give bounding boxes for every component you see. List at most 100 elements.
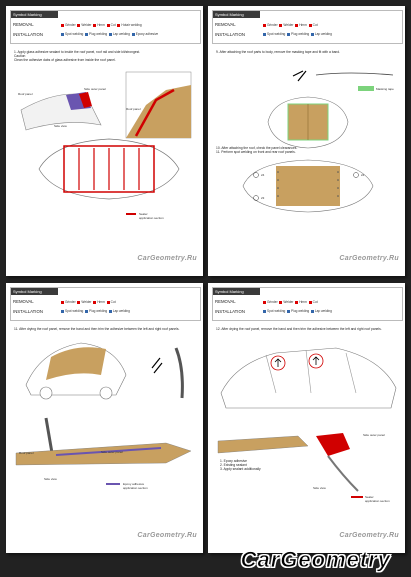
legend-item: Grinder — [263, 300, 278, 304]
legend-installation-label: INSTALLATION — [215, 32, 245, 37]
legend-sealer: Sealer — [139, 212, 148, 216]
up-arrow-icon — [312, 356, 320, 365]
legend-header: Symbol Marking — [213, 11, 260, 18]
roof-panel-tan — [276, 166, 340, 206]
notes-list: 1. Epoxy adhesive 2. Existing sealant 3.… — [220, 459, 320, 472]
legend-section: application section — [123, 486, 148, 490]
instruction-steps-10-11: 10. After attaching the roof, check the … — [216, 146, 298, 155]
legend-item: Plug welding — [85, 309, 107, 313]
callout-23: 23 — [261, 196, 265, 200]
note-item: 3. Apply sealant additionally — [220, 467, 261, 472]
legend-item: Spot welding — [263, 32, 285, 36]
legend-item: Cut — [308, 23, 318, 27]
legend-item: Welder — [279, 23, 293, 27]
legend-item: Spot welding — [61, 32, 83, 36]
legend-epoxy: Epoxy adhesive — [123, 482, 145, 486]
legend-item: Cut — [106, 300, 116, 304]
legend-removal-symbols: Grinder Welder Hmm Cut — [263, 300, 318, 304]
legend-installation-label: INSTALLATION — [13, 32, 43, 37]
up-arrow-icon — [274, 358, 282, 367]
roof-panel-section — [217, 435, 309, 454]
label-side-view: Side view — [313, 486, 326, 490]
car-top-illustration — [38, 138, 180, 200]
legend-header: Symbol Marking — [11, 11, 58, 18]
label-roof-panel: Roof panel — [19, 451, 34, 455]
legend-item: Hmm — [93, 23, 105, 27]
label-masking-tape: Masking tape — [376, 87, 394, 91]
legend-item: Grinder — [263, 23, 278, 27]
legend-item: Spot welding — [263, 309, 285, 313]
roof-top-view-2 — [242, 159, 374, 213]
pillar-shape — [327, 455, 359, 492]
legend-installation-label: INSTALLATION — [215, 309, 245, 314]
legend-item: Hmm — [295, 23, 307, 27]
legend-item: Plug welding — [287, 32, 309, 36]
legend-item: Cut — [308, 300, 318, 304]
body-outline — [220, 347, 397, 409]
legend-item: Welder — [77, 300, 91, 304]
legend-removal-label: REMOVAL — [215, 22, 236, 27]
pillar-lines — [265, 349, 357, 394]
label-side-view: Side view — [54, 124, 67, 128]
legend-item: Cut — [106, 23, 116, 27]
sealer-area — [79, 92, 92, 108]
site-watermark-logo: CarGeometry — [240, 547, 391, 573]
spot-weld-dots — [277, 171, 339, 197]
legend-item: Plug welding — [287, 309, 309, 313]
callout-circle — [353, 172, 359, 178]
instruction-step: 1. Apply glass adhesive sealant to insid… — [14, 50, 141, 63]
legend-installation-label: INSTALLATION — [13, 309, 43, 314]
panel-section — [15, 442, 192, 466]
callout-24-left: 24 — [261, 173, 265, 177]
callout-24-right: 24 — [361, 173, 365, 177]
label-roof-panel: Roof panel — [18, 92, 33, 96]
legend-item: Epoxy adhesive — [131, 32, 158, 36]
adhesive-detail-illustration — [15, 417, 192, 466]
wheel — [39, 386, 53, 400]
legend-item: Lap welding — [310, 32, 332, 36]
legend-install-symbols: Spot welding Plug welding Lap welding — [61, 309, 130, 313]
roof-panel-tan — [46, 347, 106, 380]
label-side-outer: Side outer panel — [84, 87, 106, 91]
inset-sealer — [134, 88, 175, 137]
sealer-legend-swatch — [351, 496, 363, 498]
manual-page-2: Symbol Marking REMOVAL INSTALLATION Grin… — [208, 6, 405, 276]
manual-page-4: Symbol Marking REMOVAL INSTALLATION Grin… — [208, 283, 405, 553]
epoxy-legend-swatch — [106, 483, 120, 485]
legend-removal-symbols: Grinder Welder Hmm Cut — [61, 300, 116, 304]
manual-page-3: Symbol Marking REMOVAL INSTALLATION Grin… — [6, 283, 203, 553]
legend-header: Symbol Marking — [11, 288, 58, 295]
label-side-outer: Side outer panel — [101, 450, 123, 454]
instruction-step: 12. After drying the roof panel, remove … — [216, 327, 382, 331]
car-3quarter-illustration — [25, 342, 127, 400]
legend-header: Symbol Marking — [213, 288, 260, 295]
page-watermark: CarGeometry.Ru — [137, 532, 197, 539]
label-roof-panel-2: Roof panel — [126, 107, 141, 111]
arrow-icon — [292, 70, 307, 82]
masking-tape-swatch — [358, 86, 374, 91]
legend-section: application section — [365, 499, 390, 503]
roof-top-view-1 — [267, 96, 349, 149]
legend-item: Plug welding — [85, 32, 107, 36]
legend-removal-symbols: Grinder Welder Hmm Cut Hotair welding — [61, 23, 142, 27]
band-line — [315, 72, 394, 76]
note-item: 2. Existing sealant — [220, 463, 247, 468]
legend-item: Hmm — [295, 300, 307, 304]
symbol-legend: Symbol Marking REMOVAL INSTALLATION Grin… — [10, 10, 201, 44]
legend-item: Lap welding — [310, 309, 332, 313]
tool-shape — [44, 417, 54, 454]
instruction-step-9: 9. After attaching the roof parts to bod… — [216, 50, 341, 54]
symbol-legend: Symbol Marking REMOVAL INSTALLATION Grin… — [212, 287, 403, 321]
legend-removal-label: REMOVAL — [215, 299, 236, 304]
sealer-bead-lines — [78, 148, 140, 190]
legend-section: application section — [139, 216, 164, 220]
legend-item: Welder — [279, 300, 293, 304]
pillar-shape — [174, 347, 184, 399]
label-side-view: Side view — [44, 477, 57, 481]
symbol-legend: Symbol Marking REMOVAL INSTALLATION Grin… — [10, 287, 201, 321]
note-item: 1. Epoxy adhesive — [220, 459, 247, 463]
page-watermark: CarGeometry.Ru — [137, 255, 197, 262]
legend-removal-symbols: Grinder Welder Hmm Cut — [263, 23, 318, 27]
symbol-legend: Symbol Marking REMOVAL INSTALLATION Grin… — [212, 10, 403, 44]
legend-item: Spot welding — [61, 309, 83, 313]
